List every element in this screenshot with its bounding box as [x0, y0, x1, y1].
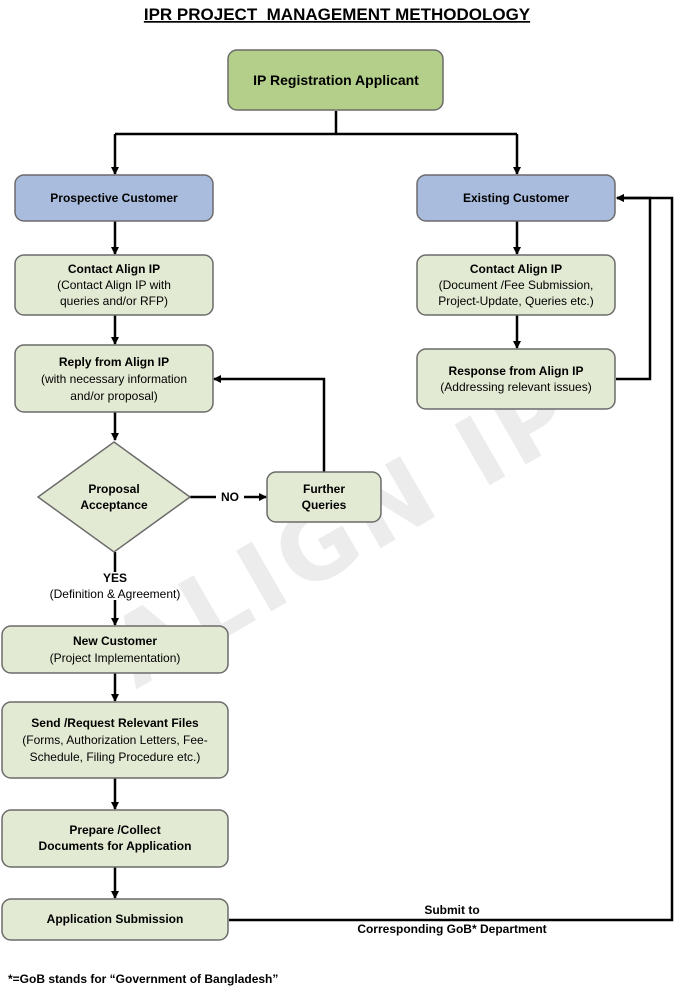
node-existing-customer: Existing Customer: [416, 174, 616, 222]
page-title: IPR PROJECT MANAGEMENT METHODOLOGY: [144, 5, 531, 24]
node-prospective-customer: Prospective Customer: [14, 174, 214, 222]
label-submit-to-line-1: Submit to: [424, 903, 479, 917]
label-yes: YES: [103, 571, 127, 585]
node-contact-align-ip-right: Contact Align IP (Document /Fee Submissi…: [416, 254, 616, 316]
node-existing-label: Existing Customer: [463, 191, 569, 205]
label-no: NO: [221, 490, 239, 504]
proposal-line-2: Acceptance: [80, 498, 148, 512]
node-ip-registration-applicant: IP Registration Applicant: [227, 49, 444, 111]
node-prepare-collect-documents: Prepare /Collect Documents for Applicati…: [1, 809, 229, 868]
node-response-from-align-ip: Response from Align IP (Addressing relev…: [416, 348, 616, 410]
node-reply-from-align-ip: Reply from Align IP (with necessary info…: [14, 344, 214, 413]
arrow-further-back-to-reply: [213, 375, 326, 472]
contact-right-line-1: Contact Align IP: [470, 262, 562, 276]
reply-line-1: Reply from Align IP: [59, 355, 169, 369]
node-contact-align-ip-left: Contact Align IP (Contact Align IP with …: [14, 254, 214, 316]
arrow-response-back-to-existing: [616, 194, 652, 381]
contact-right-line-3: Project-Update, Queries etc.): [438, 294, 593, 308]
node-application-submission: Application Submission: [1, 898, 229, 941]
node-further-queries: Further Queries: [266, 471, 382, 523]
connectors: [111, 111, 674, 922]
node-send-request-files: Send /Request Relevant Files (Forms, Aut…: [1, 701, 229, 779]
prepare-line-1: Prepare /Collect: [69, 823, 160, 837]
prepare-line-2: Documents for Application: [39, 839, 192, 853]
further-line-1: Further: [303, 482, 345, 496]
contact-left-line-2: (Contact Align IP with: [57, 278, 171, 292]
label-definition-agreement: (Definition & Agreement): [50, 587, 181, 601]
reply-line-3: and/or proposal): [70, 389, 157, 403]
node-proposal-acceptance: Proposal Acceptance: [36, 441, 192, 553]
label-submit-to-line-2: Corresponding GoB* Department: [357, 922, 546, 936]
contact-left-line-1: Contact Align IP: [68, 262, 160, 276]
reply-line-2: (with necessary information: [41, 372, 187, 386]
node-applicant-label: IP Registration Applicant: [253, 72, 419, 88]
node-prospective-label: Prospective Customer: [50, 191, 178, 205]
submission-label: Application Submission: [47, 912, 184, 926]
further-line-2: Queries: [302, 498, 347, 512]
response-line-1: Response from Align IP: [449, 364, 584, 378]
new-customer-line-1: New Customer: [73, 634, 157, 648]
node-new-customer: New Customer (Project Implementation): [1, 625, 229, 674]
footnote: *=GoB stands for “Government of Banglade…: [8, 972, 278, 986]
new-customer-line-2: (Project Implementation): [50, 651, 181, 665]
contact-left-line-3: queries and/or RFP): [60, 294, 168, 308]
send-line-1: Send /Request Relevant Files: [31, 716, 199, 730]
send-line-2: (Forms, Authorization Letters, Fee-: [22, 733, 207, 747]
arrow-submission-to-existing: [229, 194, 674, 922]
send-line-3: Schedule, Filing Procedure etc.): [30, 750, 201, 764]
response-line-2: (Addressing relevant issues): [440, 380, 591, 394]
contact-right-line-2: (Document /Fee Submission,: [439, 278, 594, 292]
proposal-line-1: Proposal: [88, 482, 139, 496]
